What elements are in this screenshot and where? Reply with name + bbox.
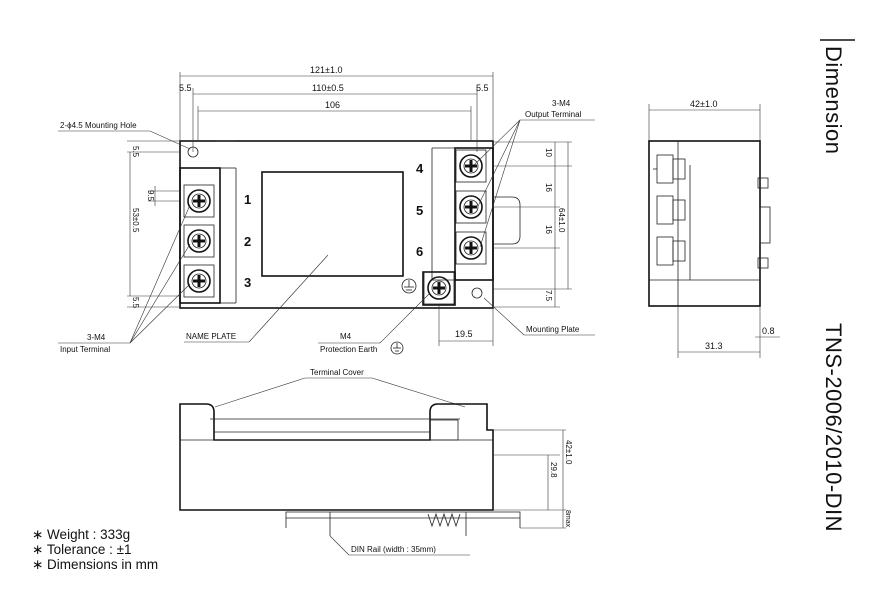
earth-symbol-icon (401, 278, 417, 294)
side-screw-icon (656, 195, 686, 225)
protection-earth-label: Protection Earth (320, 345, 377, 354)
input-screw-icon (182, 183, 216, 219)
dim-terminal-pitch: 9.5 (146, 190, 155, 202)
mounting-hole-label: 2-ϕ4.5 Mounting Hole (60, 121, 137, 130)
side-view-body (648, 140, 761, 307)
side-view: 42±1.0 31.3 0.8 (648, 99, 780, 358)
output-terminal-spec: 3-M4 (552, 99, 571, 108)
dim-height: 64±1.0 (557, 208, 566, 233)
terminal-number: 2 (244, 234, 251, 249)
output-screw-icon (454, 189, 488, 225)
notes: ∗ Weight : 333g ∗ Tolerance : ±1 ∗ Dimen… (32, 527, 158, 572)
dim-bottom-right: 7.5 (544, 290, 553, 302)
units-note: ∗ Dimensions in mm (32, 557, 159, 572)
dim-hole-pitch: 110±0.5 (312, 83, 344, 93)
terminal-number: 4 (416, 161, 424, 176)
din-rail (285, 511, 521, 528)
name-plate-label: NAME PLATE (186, 332, 236, 341)
output-screw-icon (454, 148, 488, 184)
front-dim-height: 42±1.0 (564, 440, 573, 465)
front-dim-max: 8max (564, 510, 571, 528)
dim-right-pitch-2: 16 (544, 225, 553, 234)
din-rail-label: DIN Rail (width : 35mm) (351, 545, 436, 554)
input-terminal-spec: 3-M4 (87, 333, 106, 342)
earth-symbol-icon (390, 341, 404, 355)
dim-inner-width: 106 (325, 100, 340, 110)
top-view-body (179, 140, 494, 309)
side-dim-plate: 0.8 (762, 326, 775, 336)
dim-top-hole: 5.5 (131, 146, 140, 158)
front-view: Terminal Cover DIN Rail (width : 35mm) 4… (179, 368, 573, 556)
output-terminal-label: Output Terminal (525, 110, 582, 119)
side-screw-icon (656, 236, 686, 266)
terminal-cover-label: Terminal Cover (310, 368, 364, 377)
output-screw-icon (454, 230, 488, 266)
front-dim-inner: 29.8 (549, 462, 558, 478)
input-screw-icon (182, 223, 216, 259)
output-terminal-block (454, 147, 494, 281)
terminal-number: 6 (416, 244, 423, 259)
dim-left-edge: 5.5 (179, 83, 192, 93)
dim-right-top: 10 (544, 148, 553, 157)
side-dim-width: 42±1.0 (690, 99, 717, 109)
mounting-plate-label: Mounting Plate (526, 325, 580, 334)
model-title: TNS-2006/2010-DIN (821, 323, 846, 533)
dimension-title: Dimension (821, 46, 846, 155)
terminal-number: 1 (244, 192, 251, 207)
earth-spec-label: M4 (340, 332, 352, 341)
tolerance-note: ∗ Tolerance : ±1 (32, 542, 132, 557)
terminal-number: 3 (244, 275, 251, 290)
dim-overall-width: 121±1.0 (310, 65, 342, 75)
dim-bottom-hole: 5.5 (131, 297, 140, 309)
terminal-number: 5 (416, 203, 423, 218)
input-terminal-block (179, 167, 221, 304)
top-view: 1 2 3 4 5 6 121±1.0 110±0.5 5.5 5.5 106 … (58, 65, 595, 355)
input-terminal-label: Input Terminal (60, 345, 110, 354)
dim-left-span: 53±0.5 (131, 208, 140, 233)
mounting-hole-icon (471, 287, 483, 299)
mounting-plate-tab (493, 196, 521, 245)
side-screw-icon (653, 154, 686, 184)
name-plate (261, 171, 404, 277)
dim-right-edge: 5.5 (476, 83, 489, 93)
weight-note: ∗ Weight : 333g (32, 527, 131, 542)
dim-right-pitch-1: 16 (544, 183, 553, 192)
earth-screw-icon (422, 270, 456, 306)
spring-clip-icon (427, 512, 461, 528)
front-view-body (179, 403, 494, 511)
dim-earth-offset: 19.5 (455, 329, 473, 339)
input-screw-icon (182, 263, 216, 299)
side-dim-offset: 31.3 (705, 341, 723, 351)
